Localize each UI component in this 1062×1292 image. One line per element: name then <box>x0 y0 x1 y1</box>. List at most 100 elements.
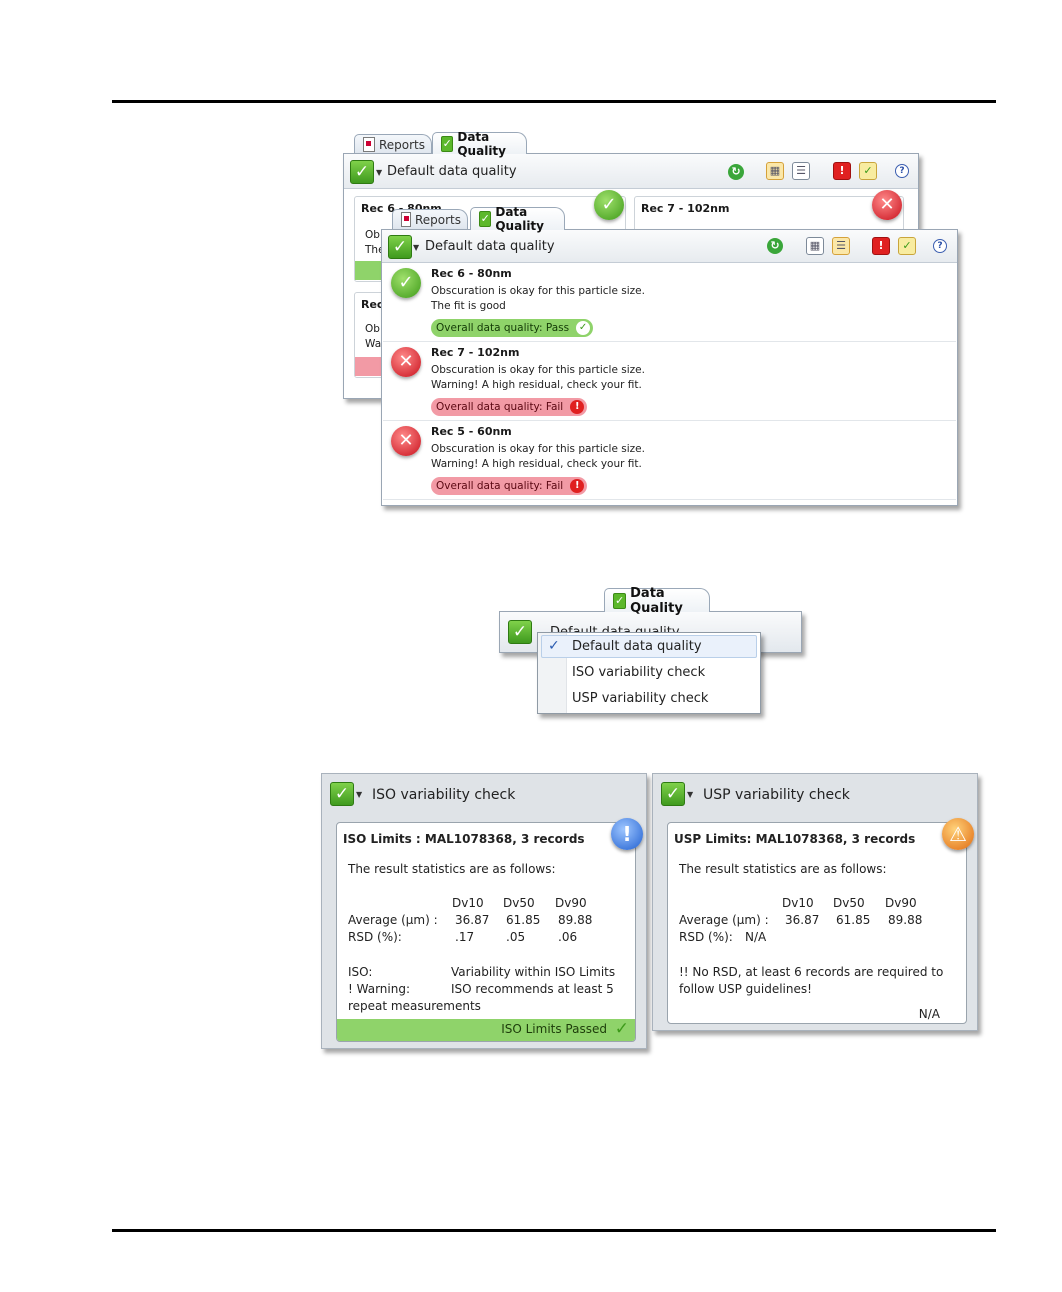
pass-check-icon: ✓ <box>576 321 591 335</box>
record-row[interactable]: ✕ Rec 7 - 102nm Obscuration is okay for … <box>383 342 956 421</box>
menu-item-default[interactable] <box>541 635 757 658</box>
col-dv10: Dv10 <box>452 896 484 910</box>
iso-variability-panel: ✓ ▼ ISO variability check ISO Limits : M… <box>321 773 647 1049</box>
record-title: Rec 5 - 60nm <box>431 425 512 438</box>
fail-alert-icon: ! <box>570 479 585 493</box>
intro-text: The result statistics are as follows: <box>679 862 887 876</box>
quality-check-menu-icon[interactable]: ✓ <box>661 782 685 806</box>
tab-data-quality-back[interactable]: ✓ Data Quality <box>432 130 527 158</box>
tab-data-quality-menu[interactable]: ✓ Data Quality <box>604 586 710 616</box>
report-icon <box>401 212 411 227</box>
back-record-title: Rec 7 - 102nm <box>641 202 730 215</box>
tab-reports[interactable]: Reports <box>392 209 468 229</box>
back-record-status-bar <box>355 357 385 376</box>
pass-check-icon: ✓ <box>614 1019 629 1039</box>
iso-heading: ISO Limits : MAL1078368, 3 records <box>343 832 585 846</box>
rsd-value: N/A <box>745 930 767 944</box>
alert-filter-icon[interactable]: ! <box>833 162 851 180</box>
usp-results-card: USP Limits: MAL1078368, 3 records The re… <box>667 822 967 1024</box>
dropdown-caret-icon[interactable]: ▼ <box>356 790 363 799</box>
rsd-dv90: .06 <box>558 930 578 944</box>
record-message: Warning! A high residual, check your fit… <box>431 379 642 391</box>
panel-title: USP variability check <box>703 787 850 803</box>
dropdown-caret-icon[interactable]: ▼ <box>413 243 420 252</box>
data-quality-panel: ✓ ▼ Default data quality ↻ ▦ ☰ ! ✓ ? ✓ R… <box>381 229 958 506</box>
back-record-stub: Rec <box>361 298 384 311</box>
fail-status-icon: ✕ <box>391 347 421 377</box>
help-icon[interactable]: ? <box>933 239 947 253</box>
rsd-dv50: .05 <box>506 930 526 944</box>
fail-status-icon: ✕ <box>391 426 421 456</box>
refresh-icon[interactable]: ↻ <box>728 164 744 180</box>
check-icon: ✓ <box>479 211 492 227</box>
pass-filter-icon[interactable]: ✓ <box>898 237 916 255</box>
average-dv10: 36.87 <box>785 913 820 927</box>
selected-check-icon: ✓ <box>548 638 560 654</box>
record-message: The fit is good <box>431 300 506 312</box>
alert-filter-icon[interactable]: ! <box>872 237 890 255</box>
record-message: Obscuration is okay for this particle si… <box>431 443 645 455</box>
average-dv90: 89.88 <box>888 913 923 927</box>
average-dv90: 89.88 <box>558 913 593 927</box>
record-title: Rec 6 - 80nm <box>431 267 512 280</box>
average-label: Average (µm) : <box>348 913 438 927</box>
record-message: Obscuration is okay for this particle si… <box>431 364 645 376</box>
menu-item-iso[interactable]: ISO variability check <box>572 665 706 680</box>
rsd-label: RSD (%): <box>679 930 733 944</box>
quality-check-menu-icon[interactable]: ✓ <box>350 160 374 184</box>
rsd-label: RSD (%): <box>348 930 402 944</box>
record-message: Obscuration is okay for this particle si… <box>431 285 645 297</box>
average-dv10: 36.87 <box>455 913 490 927</box>
iso-results-card: ISO Limits : MAL1078368, 3 records The r… <box>336 822 636 1042</box>
menu-item-label[interactable]: Default data quality <box>572 639 702 654</box>
quality-status-badge: Overall data quality: Fail ! <box>431 398 588 416</box>
back-record-stub: Wa <box>365 338 382 350</box>
quality-check-menu-icon[interactable]: ✓ <box>508 620 532 644</box>
quality-check-menu-icon[interactable]: ✓ <box>330 782 354 806</box>
col-dv90: Dv90 <box>885 896 917 910</box>
panel-header: ✓ ▼ Default data quality ↻ ▦ ☰ ! ✓ ? <box>382 230 957 263</box>
pass-status-icon: ✓ <box>391 268 421 298</box>
check-icon: ✓ <box>613 592 627 609</box>
average-label: Average (µm) : <box>679 913 769 927</box>
warning-continued: repeat measurements <box>348 999 481 1013</box>
record-row[interactable]: ✓ Rec 6 - 80nm Obscuration is okay for t… <box>383 263 956 342</box>
fail-alert-icon: ! <box>570 400 585 414</box>
usp-footer-label: N/A <box>918 1007 940 1021</box>
back-record-stub: Ob <box>365 229 380 241</box>
back-record-stub: The <box>365 244 385 256</box>
back-panel-header: ✓ ▼ Default data quality ↻ ▦ ☰ ! ✓ ? <box>344 154 918 189</box>
dropdown-caret-icon[interactable]: ▼ <box>376 168 383 177</box>
usp-note: follow USP guidelines! <box>679 982 812 996</box>
usp-variability-panel: ✓ ▼ USP variability check USP Limits: MA… <box>652 773 978 1031</box>
iso-footer-bar: ISO Limits Passed ✓ <box>337 1019 635 1041</box>
pass-status-icon: ✓ <box>594 190 624 220</box>
warning-status-icon: ⚠ <box>942 818 974 850</box>
average-dv50: 61.85 <box>836 913 871 927</box>
record-row[interactable]: ✕ Rec 5 - 60nm Obscuration is okay for t… <box>383 421 956 500</box>
tab-reports-back[interactable]: Reports <box>354 134 432 154</box>
col-dv10: Dv10 <box>782 896 814 910</box>
usp-heading: USP Limits: MAL1078368, 3 records <box>674 832 916 846</box>
grid-view-icon[interactable]: ▦ <box>806 237 824 255</box>
col-dv50: Dv50 <box>503 896 535 910</box>
quality-status-badge: Overall data quality: Pass ✓ <box>431 319 594 337</box>
help-icon[interactable]: ? <box>895 164 909 178</box>
list-view-icon[interactable]: ☰ <box>832 237 850 255</box>
rsd-dv10: .17 <box>455 930 475 944</box>
top-rule <box>112 100 996 103</box>
back-record-status-bar <box>355 261 385 280</box>
average-dv50: 61.85 <box>506 913 541 927</box>
quality-check-menu-icon[interactable]: ✓ <box>388 235 412 259</box>
panel-title: Default data quality <box>425 239 555 254</box>
menu-item-usp[interactable]: USP variability check <box>572 691 709 706</box>
col-dv90: Dv90 <box>555 896 587 910</box>
refresh-icon[interactable]: ↻ <box>767 238 783 254</box>
list-view-icon[interactable]: ☰ <box>792 162 810 180</box>
back-panel-title: Default data quality <box>387 164 517 179</box>
iso-label: ISO: <box>348 965 373 979</box>
grid-view-icon[interactable]: ▦ <box>766 162 784 180</box>
dropdown-caret-icon[interactable]: ▼ <box>687 790 694 799</box>
pass-filter-icon[interactable]: ✓ <box>859 162 877 180</box>
tab-data-quality[interactable]: ✓ Data Quality <box>470 205 565 233</box>
